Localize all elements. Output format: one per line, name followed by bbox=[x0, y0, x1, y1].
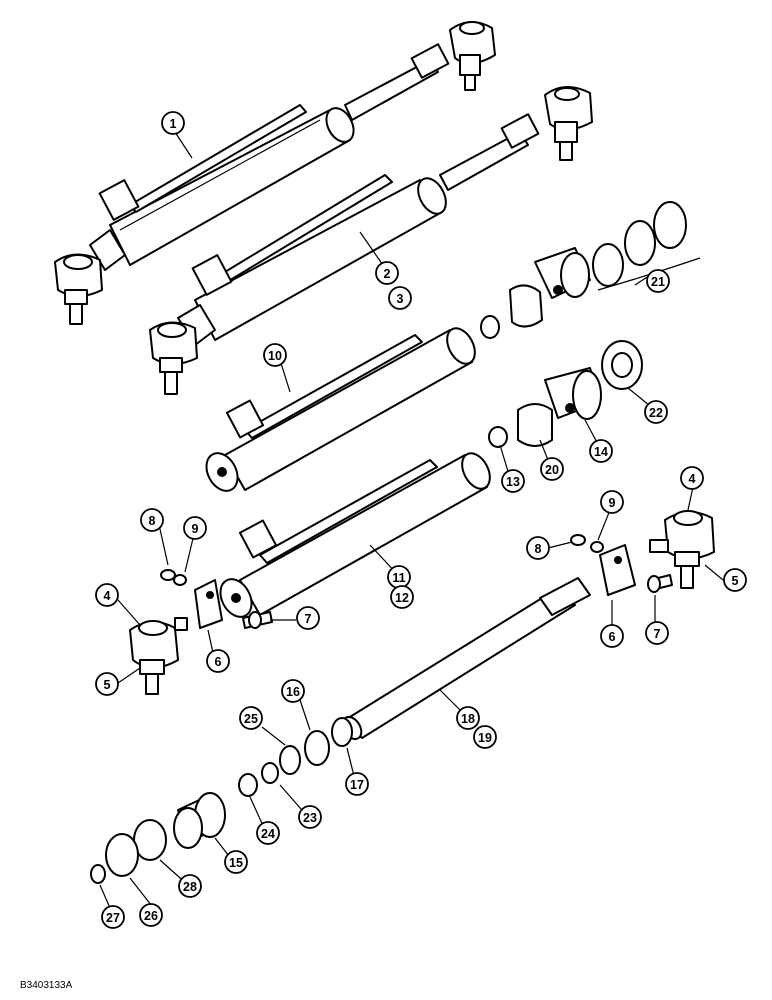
callout-27: 27 bbox=[101, 905, 125, 929]
callout-8-right: 8 bbox=[526, 536, 550, 560]
callout-9-left: 9 bbox=[183, 516, 207, 540]
cylinder-assembly-1 bbox=[54, 21, 496, 325]
callout-6-right: 6 bbox=[600, 624, 624, 648]
svg-text:8: 8 bbox=[535, 542, 542, 556]
svg-text:26: 26 bbox=[144, 909, 158, 923]
svg-text:19: 19 bbox=[478, 731, 492, 745]
svg-text:2: 2 bbox=[384, 267, 391, 281]
callout-22: 22 bbox=[644, 400, 668, 424]
callout-1: 1 bbox=[161, 111, 185, 135]
callout-3: 3 bbox=[388, 286, 412, 310]
callout-10: 10 bbox=[263, 343, 287, 367]
svg-text:5: 5 bbox=[732, 574, 739, 588]
piston-parts-upper bbox=[480, 201, 701, 339]
callout-9-right: 9 bbox=[600, 490, 624, 514]
svg-text:22: 22 bbox=[649, 406, 663, 420]
piston-parts-middle bbox=[488, 340, 643, 448]
svg-text:10: 10 bbox=[268, 349, 282, 363]
callout-26: 26 bbox=[139, 903, 163, 927]
svg-text:7: 7 bbox=[305, 612, 312, 626]
callout-16: 16 bbox=[281, 679, 305, 703]
callout-17: 17 bbox=[345, 772, 369, 796]
svg-text:1: 1 bbox=[170, 117, 177, 131]
callout-28: 28 bbox=[178, 874, 202, 898]
cylinder-assembly-2 bbox=[149, 86, 593, 395]
svg-text:21: 21 bbox=[651, 275, 665, 289]
svg-text:27: 27 bbox=[106, 911, 120, 925]
callout-19: 19 bbox=[473, 725, 497, 749]
callout-8-left: 8 bbox=[140, 508, 164, 532]
gland-parts bbox=[90, 730, 330, 884]
svg-text:6: 6 bbox=[215, 655, 222, 669]
svg-text:15: 15 bbox=[229, 856, 243, 870]
svg-text:16: 16 bbox=[286, 685, 300, 699]
callout-20: 20 bbox=[540, 457, 564, 481]
callout-4-right: 4 bbox=[680, 466, 704, 490]
svg-text:4: 4 bbox=[104, 589, 111, 603]
svg-text:3: 3 bbox=[397, 292, 404, 306]
svg-text:9: 9 bbox=[609, 496, 616, 510]
callout-14: 14 bbox=[589, 439, 613, 463]
callout-2: 2 bbox=[375, 261, 399, 285]
callout-21: 21 bbox=[646, 269, 670, 293]
svg-text:6: 6 bbox=[609, 630, 616, 644]
svg-text:20: 20 bbox=[545, 463, 559, 477]
svg-text:7: 7 bbox=[654, 627, 661, 641]
callout-18: 18 bbox=[456, 706, 480, 730]
svg-text:25: 25 bbox=[244, 712, 258, 726]
callout-7-right: 7 bbox=[645, 621, 669, 645]
svg-text:12: 12 bbox=[395, 591, 409, 605]
callout-6-left: 6 bbox=[206, 649, 230, 673]
svg-text:18: 18 bbox=[461, 712, 475, 726]
callout-13: 13 bbox=[501, 469, 525, 493]
callout-15: 15 bbox=[224, 850, 248, 874]
callout-5-left: 5 bbox=[95, 672, 119, 696]
svg-text:24: 24 bbox=[261, 827, 275, 841]
callout-23: 23 bbox=[298, 805, 322, 829]
document-id: B3403133A bbox=[20, 980, 73, 991]
svg-text:23: 23 bbox=[303, 811, 317, 825]
svg-text:28: 28 bbox=[183, 880, 197, 894]
svg-text:8: 8 bbox=[149, 514, 156, 528]
rod-end-right bbox=[570, 510, 715, 596]
callout-24: 24 bbox=[256, 821, 280, 845]
svg-text:5: 5 bbox=[104, 678, 111, 692]
svg-text:11: 11 bbox=[392, 571, 405, 585]
callout-4-left: 4 bbox=[95, 583, 119, 607]
svg-text:13: 13 bbox=[506, 475, 520, 489]
callout-11: 11 bbox=[387, 565, 411, 589]
svg-text:17: 17 bbox=[350, 778, 364, 792]
svg-text:9: 9 bbox=[192, 522, 199, 536]
callout-5-right: 5 bbox=[723, 568, 747, 592]
svg-text:14: 14 bbox=[594, 445, 608, 459]
callout-25: 25 bbox=[239, 706, 263, 730]
piston-rod bbox=[331, 577, 591, 747]
barrel-11 bbox=[219, 452, 491, 618]
callout-12: 12 bbox=[390, 585, 414, 609]
callout-7-left: 7 bbox=[296, 606, 320, 630]
leader-lines bbox=[99, 131, 724, 916]
svg-text:4: 4 bbox=[689, 472, 696, 486]
rod-end-left bbox=[129, 569, 273, 695]
barrel-10 bbox=[205, 327, 476, 492]
